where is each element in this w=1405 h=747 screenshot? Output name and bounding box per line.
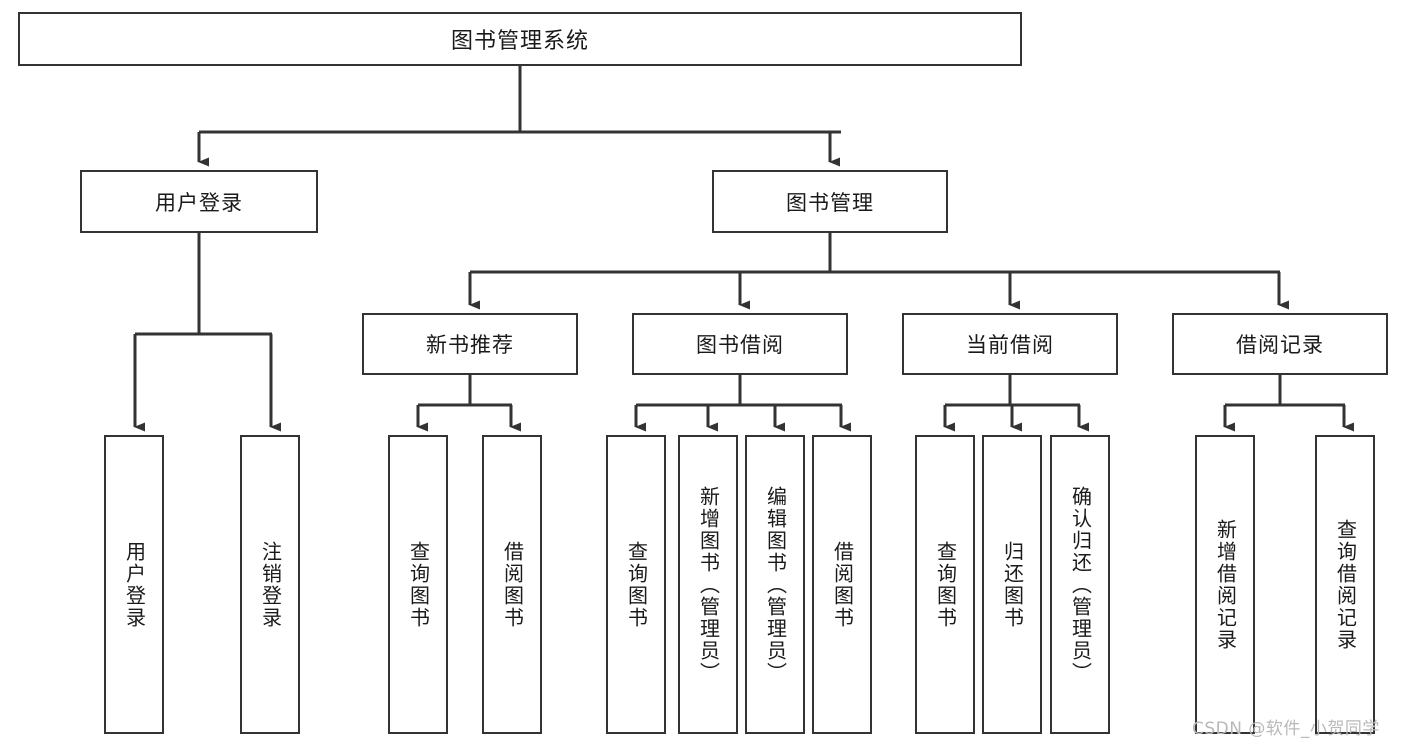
- node-leaf-query-book-1[interactable]: 查询图书: [388, 435, 448, 734]
- node-leaf-confirm-return-admin-label: 确认归还（管理员）: [1068, 485, 1093, 684]
- node-leaf-logout-login[interactable]: 注销登录: [240, 435, 300, 734]
- node-leaf-borrow-book-2-label: 借阅图书: [830, 540, 855, 629]
- node-new-book-recommend-label: 新书推荐: [426, 333, 514, 357]
- node-current-borrow-label: 当前借阅: [966, 333, 1054, 357]
- node-leaf-user-login-label: 用户登录: [122, 540, 147, 629]
- node-root-label: 图书管理系统: [450, 29, 589, 54]
- node-user-login-label: 用户登录: [155, 190, 243, 215]
- node-leaf-add-book-admin[interactable]: 新增图书（管理员）: [678, 435, 738, 734]
- node-user-login[interactable]: 用户登录: [80, 170, 318, 233]
- node-new-book-recommend[interactable]: 新书推荐: [362, 313, 578, 375]
- node-book-manage-label: 图书管理: [786, 190, 874, 215]
- csdn-watermark: CSDN @软件_小贺同学: [1192, 719, 1380, 739]
- node-leaf-borrow-book-1[interactable]: 借阅图书: [482, 435, 542, 734]
- node-leaf-logout-login-label: 注销登录: [258, 540, 283, 629]
- node-leaf-query-borrow-record[interactable]: 查询借阅记录: [1315, 435, 1375, 734]
- node-leaf-return-book[interactable]: 归还图书: [982, 435, 1042, 734]
- node-borrow-record[interactable]: 借阅记录: [1172, 313, 1388, 375]
- node-leaf-borrow-book-2[interactable]: 借阅图书: [812, 435, 872, 734]
- node-leaf-edit-book-admin-label: 编辑图书（管理员）: [763, 485, 788, 684]
- node-leaf-query-book-2-label: 查询图书: [624, 540, 649, 629]
- node-leaf-query-book-1-label: 查询图书: [406, 540, 431, 629]
- node-book-borrow[interactable]: 图书借阅: [632, 313, 848, 375]
- node-leaf-edit-book-admin[interactable]: 编辑图书（管理员）: [745, 435, 805, 734]
- node-borrow-record-label: 借阅记录: [1236, 333, 1324, 357]
- node-current-borrow[interactable]: 当前借阅: [902, 313, 1118, 375]
- node-leaf-add-borrow-record[interactable]: 新增借阅记录: [1195, 435, 1255, 734]
- node-leaf-return-book-label: 归还图书: [1000, 540, 1025, 629]
- node-leaf-query-borrow-record-label: 查询借阅记录: [1333, 518, 1358, 651]
- node-leaf-query-book-3-label: 查询图书: [933, 540, 958, 629]
- node-leaf-query-book-2[interactable]: 查询图书: [606, 435, 666, 734]
- node-leaf-add-book-admin-label: 新增图书（管理员）: [696, 485, 721, 684]
- node-leaf-add-borrow-record-label: 新增借阅记录: [1213, 518, 1238, 651]
- node-leaf-query-book-3[interactable]: 查询图书: [915, 435, 975, 734]
- node-leaf-user-login[interactable]: 用户登录: [104, 435, 164, 734]
- node-leaf-confirm-return-admin[interactable]: 确认归还（管理员）: [1050, 435, 1110, 734]
- node-leaf-borrow-book-1-label: 借阅图书: [500, 540, 525, 629]
- node-book-borrow-label: 图书借阅: [696, 333, 784, 357]
- node-root[interactable]: 图书管理系统: [18, 12, 1022, 66]
- node-book-manage[interactable]: 图书管理: [712, 170, 948, 233]
